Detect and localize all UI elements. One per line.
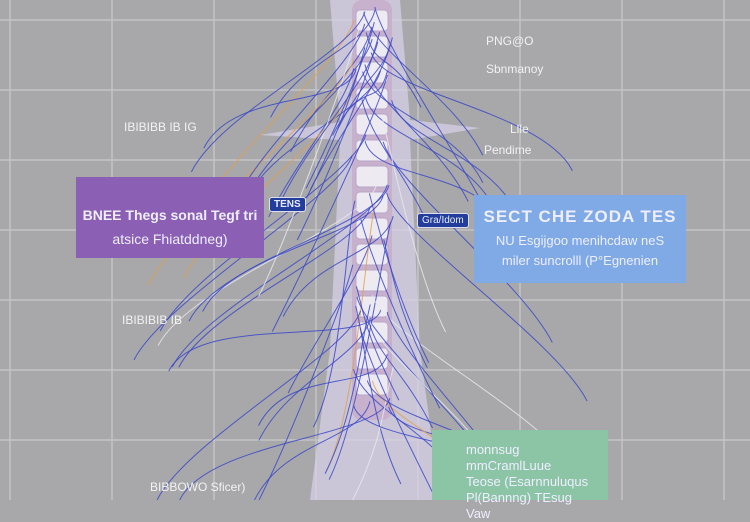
green-line-3: Teose (Esarnnuluqus	[466, 474, 589, 489]
nerve	[386, 193, 588, 402]
nerve	[359, 327, 437, 500]
nerve	[328, 221, 392, 480]
label-top-right-2: Sbnmanoy	[486, 62, 544, 76]
vertebra	[355, 269, 389, 292]
label-mid-right-2: Pendime	[484, 143, 532, 157]
nerve	[270, 9, 376, 118]
nerve	[157, 185, 377, 346]
vertebra	[355, 165, 389, 188]
nerve	[363, 12, 484, 156]
nerve	[258, 264, 354, 500]
tens-tag: TENS	[269, 197, 306, 212]
nerve	[271, 74, 388, 332]
nerve	[282, 215, 394, 317]
green-line-5: Vaw	[466, 506, 491, 521]
purple-info-box: BNEE Thegs sonal Tegf tri atsice Fhiatdd…	[76, 177, 264, 258]
nerve	[381, 115, 447, 333]
nerve	[391, 100, 517, 213]
nerve	[367, 318, 434, 429]
nerve	[282, 41, 379, 198]
nerve	[258, 21, 362, 297]
nerve	[365, 97, 495, 209]
nerve	[365, 32, 422, 108]
nerve	[258, 354, 388, 426]
nerve	[159, 134, 367, 332]
green-line-1: monnsug	[466, 442, 520, 457]
nerve	[156, 310, 361, 500]
nerve	[355, 286, 400, 401]
purple-line-1: BNEE Thegs sonal Tegf tri	[82, 207, 258, 223]
nerve	[325, 204, 376, 472]
green-line-4: Pl(Bannng) TEsug	[466, 490, 572, 505]
nerve	[178, 208, 371, 368]
blue-title: SECT CHE ZODA TES	[483, 207, 677, 226]
label-lower-left: IBIBIBIB IB	[122, 313, 183, 327]
green-line-2: mmCramlLuue	[466, 458, 552, 473]
nerve	[383, 239, 428, 368]
green-info-box: monnsug mmCramlLuue Teose (Esarnnuluqus …	[432, 430, 608, 521]
blue-line-2: miler suncrolll (P°Egnenien	[501, 253, 659, 268]
nerve	[188, 185, 390, 322]
right-tag: Gra/Idom	[417, 213, 469, 228]
nerve	[368, 193, 430, 363]
nerve	[190, 11, 366, 173]
nerves	[133, 6, 588, 500]
vertebra	[355, 139, 389, 162]
label-mid-right-1: Llle	[510, 122, 529, 136]
nerve	[287, 235, 373, 394]
nerve	[306, 47, 366, 199]
blue-info-box: SECT CHE ZODA TES NU Esgijgoo menihcdaw …	[474, 195, 686, 283]
nerve	[324, 304, 371, 475]
purple-line-2: atsice Fhiatddneg)	[112, 231, 228, 247]
nerve	[337, 37, 393, 130]
nerve	[312, 200, 356, 428]
nerve	[290, 26, 373, 153]
label-mid-left: IBIBIBB IB IG	[124, 120, 197, 134]
label-top-right-1: PNG@O	[486, 34, 534, 48]
nerve	[360, 219, 441, 409]
nerve	[179, 398, 391, 500]
label-bottom-left: BIBBOWO Sficer)	[150, 480, 246, 494]
vertebrae	[355, 9, 389, 396]
vertebra	[355, 61, 389, 84]
nerve	[203, 69, 357, 149]
nerve	[309, 43, 391, 191]
nerve	[254, 401, 371, 500]
nerve	[361, 99, 427, 220]
nerve	[352, 367, 394, 500]
blue-line-1: NU Esgijgoo menihcdaw neS	[495, 233, 665, 248]
